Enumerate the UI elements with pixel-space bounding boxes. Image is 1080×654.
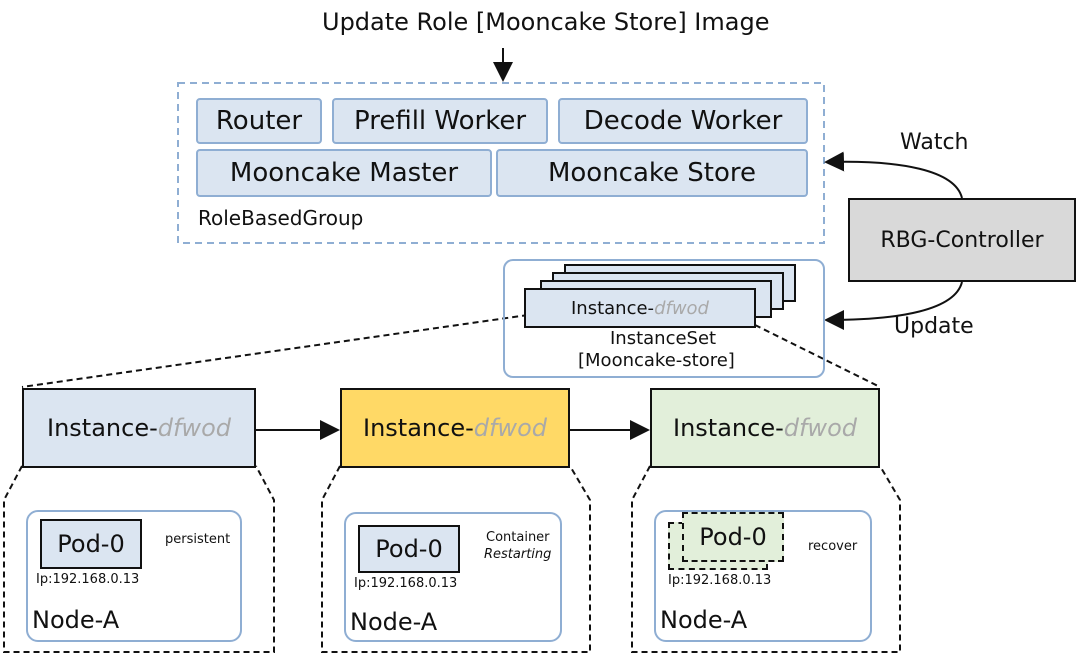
diagram-title: Update Role [Mooncake Store] Image — [322, 8, 770, 36]
node-frame-2 — [321, 465, 591, 653]
controller-box: RBG-Controller — [848, 198, 1076, 282]
stage-3-annotation: recover — [808, 539, 858, 554]
stage-3-node-label: Node-A — [660, 606, 748, 634]
node-frame-1 — [3, 465, 275, 653]
zoom-line-left — [21, 314, 529, 388]
role-router: Router — [196, 98, 322, 144]
watch-label: Watch — [900, 130, 969, 155]
update-label: Update — [894, 314, 974, 339]
stage-2-annotation-line2: Restarting — [484, 547, 552, 562]
stage-2-instance: Instance-dfwod — [340, 388, 570, 468]
stage-2-annotation-line1: Container — [486, 530, 550, 545]
instance-set-box — [503, 259, 825, 378]
stage-2-node-label: Node-A — [350, 608, 438, 636]
group-label: RoleBasedGroup — [198, 206, 364, 230]
stage-1-ip: Ip:192.168.0.13 — [36, 572, 140, 587]
stage-1-pod: Pod-0 — [40, 519, 142, 569]
role-mooncake-master: Mooncake Master — [196, 149, 492, 197]
stage-3-pod: Pod-0 — [682, 512, 784, 562]
role-mooncake-store: Mooncake Store — [496, 149, 808, 197]
instance-set-label-1: InstanceSet — [610, 328, 717, 349]
update-arrow — [824, 281, 963, 330]
watch-arrow — [824, 151, 963, 199]
stage-1-node-label: Node-A — [32, 606, 120, 634]
zoom-line-right — [754, 324, 881, 388]
stage-2-ip: Ip:192.168.0.13 — [354, 576, 458, 591]
stage-2-pod: Pod-0 — [358, 525, 460, 573]
controller-label: RBG-Controller — [880, 227, 1044, 253]
stage-3-ip: Ip:192.168.0.13 — [668, 573, 772, 588]
role-prefill-worker: Prefill Worker — [332, 98, 548, 144]
stage-1-annotation: persistent — [165, 532, 231, 547]
stage-1-instance: Instance-dfwod — [22, 388, 256, 468]
role-based-group-border — [177, 82, 825, 244]
stage-3-instance: Instance-dfwod — [650, 388, 880, 468]
node-frame-3 — [631, 465, 901, 653]
instance-set-label-2: [Mooncake-store] — [578, 350, 735, 371]
role-decode-worker: Decode Worker — [558, 98, 808, 144]
instance-set-front: Instance-dfwod — [524, 288, 756, 328]
